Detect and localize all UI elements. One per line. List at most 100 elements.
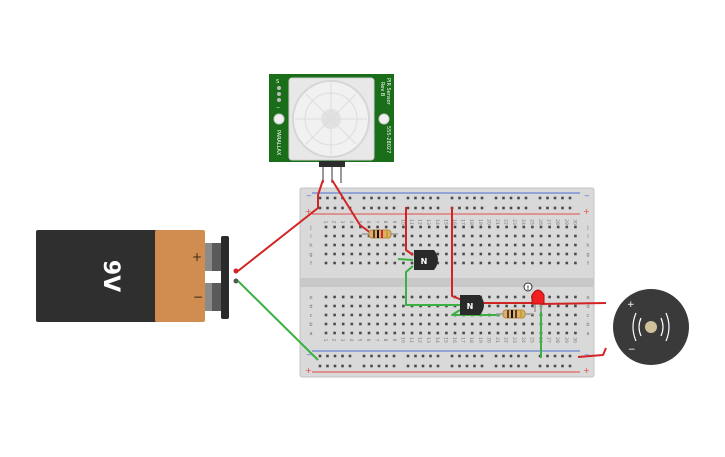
breadboard-hole[interactable] [427, 295, 431, 299]
breadboard-hole[interactable] [496, 322, 500, 326]
breadboard-hole[interactable] [376, 252, 379, 256]
rail-hole[interactable] [480, 206, 484, 210]
rail-hole[interactable] [553, 206, 557, 210]
breadboard-hole[interactable] [359, 295, 362, 299]
breadboard-hole[interactable] [488, 252, 491, 256]
breadboard-hole[interactable] [410, 295, 414, 299]
breadboard-hole[interactable] [479, 243, 483, 247]
breadboard-hole[interactable] [574, 252, 577, 256]
breadboard-hole[interactable] [496, 252, 500, 256]
breadboard-hole[interactable] [556, 234, 560, 238]
breadboard-hole[interactable] [531, 322, 534, 326]
breadboard-hole[interactable] [496, 331, 500, 335]
rail-hole[interactable] [450, 354, 454, 358]
wire-led-buzzer-positive[interactable] [539, 302, 607, 305]
breadboard-hole[interactable] [513, 234, 517, 238]
breadboard-hole[interactable] [350, 322, 354, 326]
breadboard-hole[interactable] [513, 243, 517, 247]
breadboard-hole[interactable] [333, 304, 336, 308]
breadboard-hole[interactable] [376, 331, 379, 335]
rail-hole[interactable] [538, 364, 542, 368]
breadboard-hole[interactable] [505, 234, 508, 238]
breadboard-hole[interactable] [574, 322, 577, 326]
breadboard-hole[interactable] [350, 252, 354, 256]
breadboard-hole[interactable] [496, 234, 500, 238]
rail-hole[interactable] [561, 364, 564, 368]
breadboard-hole[interactable] [531, 234, 534, 238]
breadboard-hole[interactable] [436, 234, 440, 238]
breadboard-hole[interactable] [462, 225, 465, 229]
rail-hole[interactable] [458, 354, 461, 358]
rail-hole[interactable] [473, 354, 476, 358]
rail-hole[interactable] [362, 364, 366, 368]
breadboard-hole[interactable] [410, 331, 414, 335]
breadboard-hole[interactable] [445, 234, 448, 238]
breadboard-hole[interactable] [367, 295, 371, 299]
rail-hole[interactable] [429, 354, 432, 358]
breadboard-hole[interactable] [402, 234, 405, 238]
breadboard-hole[interactable] [333, 261, 336, 265]
breadboard-hole[interactable] [376, 261, 379, 265]
breadboard-hole[interactable] [513, 322, 517, 326]
breadboard-hole[interactable] [539, 261, 543, 265]
rail-hole[interactable] [494, 364, 498, 368]
rail-hole[interactable] [370, 354, 373, 358]
breadboard-hole[interactable] [488, 243, 491, 247]
breadboard-hole[interactable] [324, 252, 328, 256]
breadboard-hole[interactable] [488, 322, 491, 326]
rail-hole[interactable] [553, 354, 557, 358]
rail-hole[interactable] [392, 354, 396, 358]
wire-q1-to-q2[interactable] [405, 265, 460, 306]
breadboard-hole[interactable] [376, 295, 379, 299]
breadboard-hole[interactable] [376, 322, 379, 326]
rail-hole[interactable] [326, 206, 329, 210]
breadboard-hole[interactable] [548, 322, 551, 326]
breadboard-hole[interactable] [548, 252, 551, 256]
rail-hole[interactable] [502, 206, 505, 210]
breadboard-hole[interactable] [402, 331, 405, 335]
rail-hole[interactable] [517, 354, 520, 358]
breadboard-hole[interactable] [505, 331, 508, 335]
rail-hole[interactable] [450, 196, 454, 200]
breadboard-hole[interactable] [324, 295, 328, 299]
rail-hole[interactable] [414, 206, 417, 210]
breadboard-hole[interactable] [324, 261, 328, 265]
rail-hole[interactable] [568, 196, 572, 200]
breadboard-hole[interactable] [427, 234, 431, 238]
breadboard-hole[interactable] [453, 243, 457, 247]
breadboard-hole[interactable] [359, 243, 362, 247]
rail-hole[interactable] [429, 364, 432, 368]
breadboard-hole[interactable] [565, 252, 569, 256]
breadboard-hole[interactable] [505, 304, 508, 308]
rail-hole[interactable] [318, 354, 322, 358]
breadboard-hole[interactable] [522, 243, 526, 247]
breadboard-hole[interactable] [522, 322, 526, 326]
breadboard-hole[interactable] [548, 304, 551, 308]
breadboard-hole[interactable] [410, 225, 414, 229]
breadboard-hole[interactable] [393, 243, 397, 247]
breadboard-hole[interactable] [402, 295, 405, 299]
breadboard-hole[interactable] [341, 225, 345, 229]
breadboard-hole[interactable] [453, 261, 457, 265]
resistor-r2[interactable] [496, 309, 534, 319]
rail-hole[interactable] [436, 206, 440, 210]
rail-hole[interactable] [385, 364, 388, 368]
breadboard-hole[interactable] [393, 331, 397, 335]
breadboard-hole[interactable] [359, 313, 362, 317]
rail-hole[interactable] [341, 364, 344, 368]
rail-hole[interactable] [494, 354, 498, 358]
breadboard-hole[interactable] [531, 313, 534, 317]
rail-hole[interactable] [377, 354, 381, 358]
breadboard-hole[interactable] [427, 322, 431, 326]
breadboard-hole[interactable] [333, 331, 336, 335]
breadboard-hole[interactable] [565, 261, 569, 265]
transistor-q1[interactable]: N [414, 250, 438, 270]
breadboard-hole[interactable] [410, 313, 414, 317]
wire-battery-negative[interactable] [237, 280, 319, 361]
breadboard-hole[interactable] [324, 234, 328, 238]
rail-hole[interactable] [362, 206, 366, 210]
breadboard-hole[interactable] [505, 252, 508, 256]
breadboard-hole[interactable] [565, 243, 569, 247]
breadboard-hole[interactable] [367, 304, 371, 308]
breadboard-hole[interactable] [324, 313, 328, 317]
